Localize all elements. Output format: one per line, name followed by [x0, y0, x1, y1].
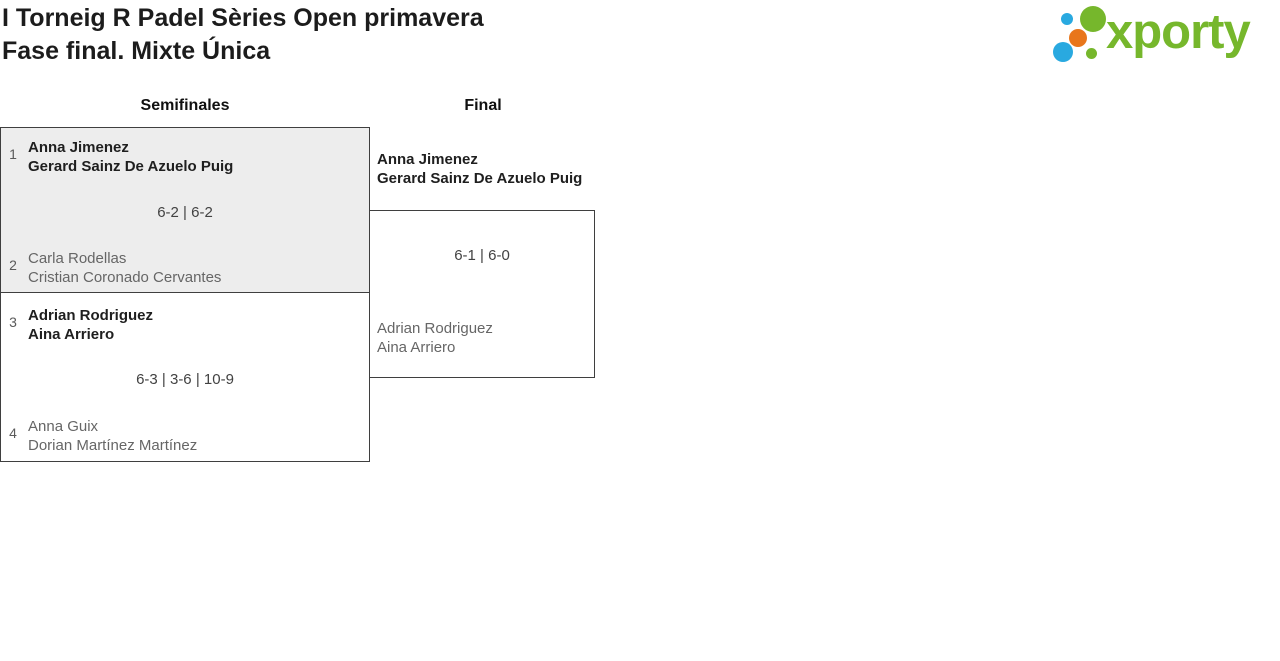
player-name: Adrian Rodriguez	[377, 320, 493, 337]
player-name: Gerard Sainz De Azuelo Puig	[28, 158, 234, 175]
team-semifinal1-bottom: Carla Rodellas Cristian Coronado Cervant…	[28, 249, 221, 287]
team-semifinal2-bottom: Anna Guix Dorian Martínez Martínez	[28, 417, 197, 455]
team-semifinal1-top: Anna Jimenez Gerard Sainz De Azuelo Puig	[28, 138, 233, 176]
logo-wordmark: xporty	[1106, 5, 1251, 59]
phase-name: Fase final. Mixte Única	[2, 37, 271, 65]
round-label-semifinals: Semifinales	[140, 97, 230, 114]
tournament-name: I Torneig R Padel Sèries Open primavera	[2, 4, 484, 32]
seed-number: 2	[9, 257, 17, 273]
logo-dot-orange-icon	[1069, 29, 1087, 47]
team-final-top: Anna Jimenez Gerard Sainz De Azuelo Puig	[377, 150, 582, 188]
player-name: Adrian Rodriguez	[28, 307, 154, 324]
player-name: Cristian Coronado Cervantes	[28, 269, 222, 286]
player-name: Anna Jimenez	[28, 139, 129, 156]
seed-number: 1	[9, 146, 17, 162]
page-title: I Torneig R Padel Sèries Open primavera …	[2, 2, 484, 68]
player-name: Anna Jimenez	[377, 151, 478, 168]
player-name: Aina Arriero	[377, 339, 456, 356]
logo-dot-blue-small-icon	[1061, 13, 1073, 25]
seed-number: 3	[9, 314, 17, 330]
match-box-final	[369, 210, 595, 378]
match-box-semifinal-2	[0, 292, 370, 462]
seed-number: 4	[9, 425, 17, 441]
team-final-bottom: Adrian Rodriguez Aina Arriero	[377, 319, 493, 357]
round-label-final: Final	[464, 97, 502, 114]
logo-dot-green-small-icon	[1086, 48, 1097, 59]
logo-dot-green-big-icon	[1080, 6, 1106, 32]
score-semifinal-2: 6-3 | 3-6 | 10-9	[136, 371, 234, 388]
score-semifinal-1: 6-2 | 6-2	[157, 204, 213, 221]
player-name: Dorian Martínez Martínez	[28, 437, 198, 454]
team-semifinal2-top: Adrian Rodriguez Aina Arriero	[28, 306, 153, 344]
match-box-semifinal-1	[0, 127, 370, 293]
player-name: Carla Rodellas	[28, 250, 127, 267]
player-name: Aina Arriero	[28, 326, 115, 343]
score-final: 6-1 | 6-0	[454, 247, 510, 264]
player-name: Anna Guix	[28, 418, 99, 435]
logo-dot-blue-big-icon	[1053, 42, 1073, 62]
player-name: Gerard Sainz De Azuelo Puig	[377, 170, 583, 187]
